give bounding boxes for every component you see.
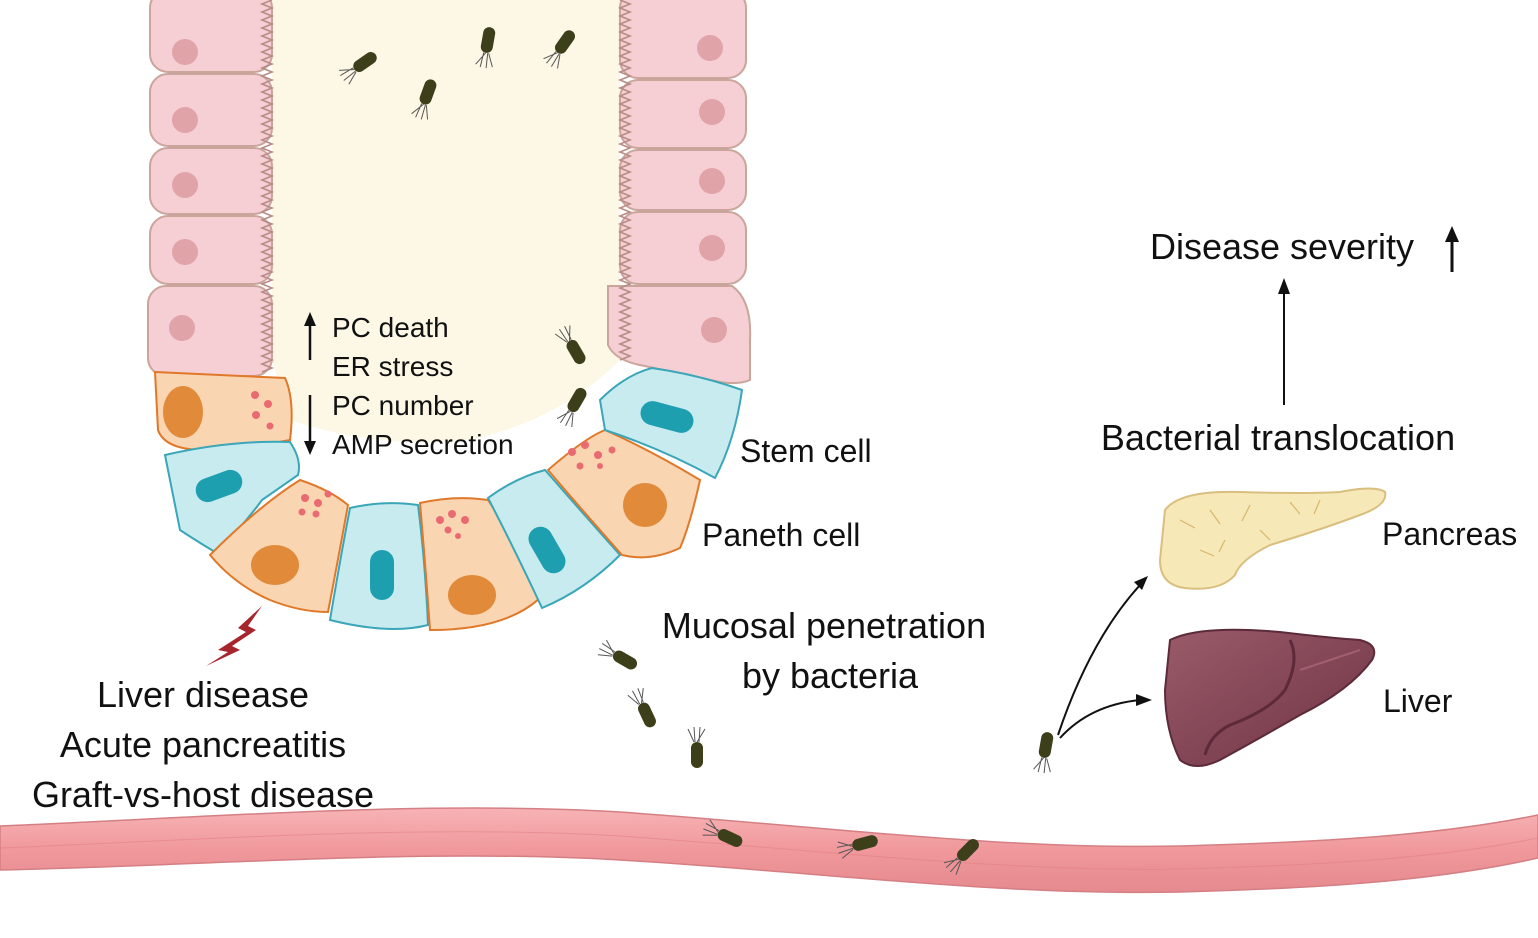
paneth-cell-label: Paneth cell: [702, 517, 860, 553]
right-enterocyte-column: [607, 0, 752, 385]
effect-pc-death: PC death: [332, 312, 449, 343]
bacterium-icon: [597, 639, 638, 670]
effect-er-stress: ER stress: [332, 351, 453, 382]
stem-cell: [328, 502, 430, 630]
arrow-to-liver: [1059, 699, 1141, 739]
paneth-cell: [208, 478, 350, 614]
bacterium-icon: [411, 79, 437, 120]
bacterium-icon: [702, 819, 743, 847]
pancreas-label: Pancreas: [1382, 516, 1517, 552]
stem-cell: [163, 440, 300, 554]
bacterium-icon: [475, 27, 496, 69]
paneth-cell: [418, 497, 542, 632]
bacterium-icon: [627, 687, 656, 728]
right-microvilli: [617, 0, 633, 361]
disease-pancreatitis: Acute pancreatitis: [60, 724, 346, 765]
bacterium-icon: [339, 51, 377, 85]
disease-gvhd: Graft-vs-host disease: [32, 774, 374, 815]
crypt-lumen: [272, 0, 620, 443]
paneth-cell: [546, 428, 702, 559]
disease-severity-label: Disease severity: [1150, 226, 1414, 267]
translocation-to-severity-arrow: [1278, 278, 1290, 405]
stem-cell: [486, 468, 622, 610]
paneth-cell: [153, 370, 293, 452]
crypt-base: [153, 366, 744, 632]
pancreas-icon: [1158, 487, 1387, 590]
mucosal-penetration-line2: by bacteria: [742, 655, 919, 696]
stem-cell: [598, 366, 744, 480]
liver-label: Liver: [1383, 683, 1453, 719]
decrease-arrow-icon: [304, 395, 316, 455]
bacterium-icon: [837, 835, 878, 859]
effect-pc-number: PC number: [332, 390, 474, 421]
mucosal-penetration-line1: Mucosal penetration: [662, 605, 986, 646]
bacteria-group: [339, 27, 1054, 875]
blood-vessel: [0, 807, 1538, 894]
lightning-icon: [206, 606, 262, 666]
arrow-to-pancreas: [1057, 584, 1141, 736]
bacterium-icon: [554, 325, 586, 365]
stem-cell-label: Stem cell: [740, 433, 872, 469]
left-microvilli: [259, 0, 275, 373]
severity-up-arrow-icon: [1445, 226, 1459, 272]
bacterium-icon: [556, 387, 587, 428]
bacterium-icon: [687, 726, 706, 768]
liver-icon: [1163, 628, 1376, 767]
bacterium-icon: [943, 839, 979, 875]
effect-amp-secretion: AMP secretion: [332, 429, 514, 460]
bacterial-translocation-label: Bacterial translocation: [1101, 417, 1455, 458]
disease-liver: Liver disease: [97, 674, 309, 715]
bacterium-icon: [1033, 732, 1054, 774]
bacterium-icon: [543, 30, 576, 69]
increase-arrow-icon: [304, 312, 316, 360]
left-enterocyte-column: [147, 0, 273, 377]
